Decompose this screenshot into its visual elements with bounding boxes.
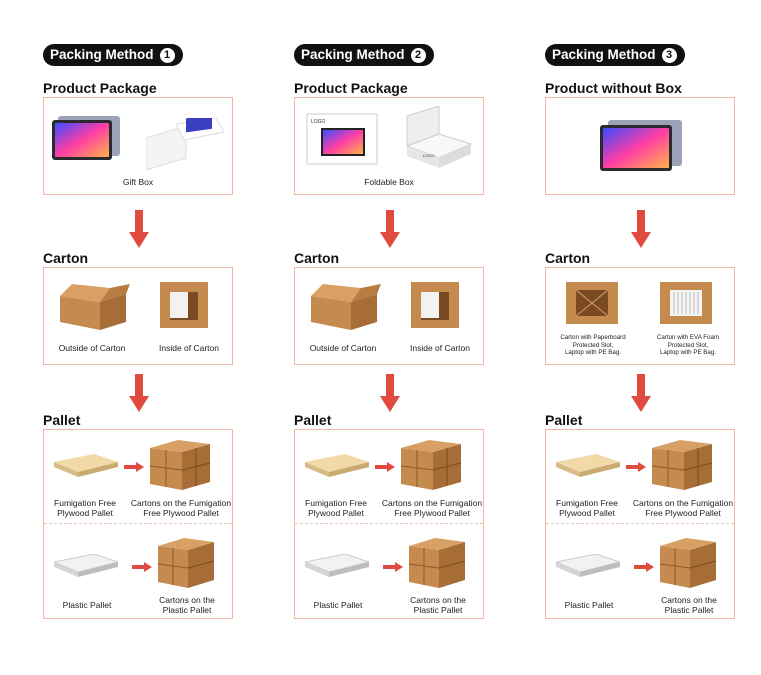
- cartons-pallet-image: [651, 440, 713, 490]
- carton-caption: Inside of Carton: [409, 343, 470, 353]
- pallet-caption: Fumigation Free Plywood Pallet: [54, 498, 116, 518]
- inside-carton-image: [411, 282, 459, 328]
- pallet-title: Pallet: [294, 412, 332, 428]
- foldable-box-image: LOGO: [405, 106, 473, 168]
- eva-carton-image: [660, 282, 712, 324]
- carton-caption: Outside of Carton: [58, 343, 126, 353]
- pallet-caption: Cartons on the Plastic Pallet: [159, 595, 215, 615]
- packing-method-3: Packing Method 3 Product without Box Car…: [545, 0, 740, 640]
- down-arrow-icon: [380, 210, 400, 248]
- pallet-caption: Plastic Pallet: [564, 600, 614, 610]
- carton-box: Carton with Paperboard Protected Slot, L…: [545, 267, 735, 365]
- pallet-caption: Fumigation Free Plywood Pallet: [556, 498, 618, 518]
- gift-box-image: [146, 118, 225, 171]
- package-caption: Gift Box: [122, 177, 154, 187]
- method-number: 1: [159, 47, 175, 63]
- divider: [295, 523, 483, 524]
- pallet-title: Pallet: [43, 412, 81, 428]
- carton-caption: Carton with EVA Foam Protected Slot, Lap…: [656, 334, 720, 356]
- carton-caption: Inside of Carton: [158, 343, 219, 353]
- pallet-caption: Cartons on the Fumigation Free Plywood P…: [632, 498, 734, 518]
- package-title: Product without Box: [545, 80, 682, 96]
- logo-text: LOGO: [311, 119, 326, 125]
- package-caption: Foldable Box: [364, 177, 414, 187]
- method-number: 3: [661, 47, 677, 63]
- down-arrow-icon: [129, 374, 149, 412]
- tablet-image: [52, 116, 120, 160]
- divider: [546, 523, 734, 524]
- pallet-caption: Plastic Pallet: [313, 600, 363, 610]
- pallet-caption: Cartons on the Fumigation Free Plywood P…: [130, 498, 232, 518]
- package-box: [545, 97, 735, 195]
- cartons-plastic-pallet-image: [659, 538, 717, 588]
- method-number: 2: [410, 47, 426, 63]
- cartons-pallet-image: [400, 440, 462, 490]
- method-label: Packing Method: [552, 47, 656, 62]
- carton-box: Outside of Carton Inside of Carton: [43, 267, 233, 365]
- package-title: Product Package: [43, 80, 157, 96]
- method-badge: Packing Method 1: [43, 44, 183, 66]
- right-arrow-icon: [375, 462, 395, 472]
- down-arrow-icon: [631, 210, 651, 248]
- divider: [44, 523, 232, 524]
- carton-box: Outside of Carton Inside of Carton: [294, 267, 484, 365]
- logo-text: LOGO: [423, 153, 435, 158]
- plastic-pallet-image: [305, 554, 369, 577]
- right-arrow-icon: [634, 562, 654, 572]
- package-title: Product Package: [294, 80, 408, 96]
- pallet-caption: Fumigation Free Plywood Pallet: [305, 498, 367, 518]
- plastic-pallet-image: [54, 554, 118, 577]
- inside-carton-image: [160, 282, 208, 328]
- packing-method-1: Packing Method 1 Product Package Gift Bo…: [43, 0, 238, 640]
- pallet-caption: Cartons on the Plastic Pallet: [410, 595, 466, 615]
- right-arrow-icon: [626, 462, 646, 472]
- carton-caption: Carton with Paperboard Protected Slot, L…: [560, 334, 626, 356]
- plywood-pallet-image: [556, 454, 620, 477]
- cartons-pallet-image: [149, 440, 211, 490]
- method-badge: Packing Method 3: [545, 44, 685, 66]
- pallet-box: Fumigation Free Plywood Pallet Cartons o…: [545, 429, 735, 619]
- pallet-box: Fumigation Free Plywood Pallet Cartons o…: [43, 429, 233, 619]
- carton-title: Carton: [43, 250, 89, 266]
- plastic-pallet-image: [556, 554, 620, 577]
- right-arrow-icon: [383, 562, 403, 572]
- pallet-box: Fumigation Free Plywood Pallet Cartons o…: [294, 429, 484, 619]
- cartons-plastic-pallet-image: [408, 538, 466, 588]
- carton-title: Carton: [545, 250, 591, 266]
- boxed-tablet-image: LOGO: [306, 113, 378, 165]
- pallet-caption: Cartons on the Fumigation Free Plywood P…: [381, 498, 483, 518]
- carton-caption: Outside of Carton: [309, 343, 377, 353]
- paperboard-carton-image: [566, 282, 618, 324]
- package-box: LOGO LOGO Foldable Box: [294, 97, 484, 195]
- right-arrow-icon: [124, 462, 144, 472]
- down-arrow-icon: [631, 374, 651, 412]
- cartons-plastic-pallet-image: [157, 538, 215, 588]
- pallet-caption: Cartons on the Plastic Pallet: [661, 595, 717, 615]
- method-label: Packing Method: [50, 47, 154, 62]
- pallet-caption: Plastic Pallet: [62, 600, 112, 610]
- method-label: Packing Method: [301, 47, 405, 62]
- down-arrow-icon: [129, 210, 149, 248]
- outside-carton-image: [60, 284, 130, 330]
- right-arrow-icon: [132, 562, 152, 572]
- carton-title: Carton: [294, 250, 340, 266]
- pallet-title: Pallet: [545, 412, 583, 428]
- plywood-pallet-image: [54, 454, 118, 477]
- outside-carton-image: [311, 284, 381, 330]
- packing-method-2: Packing Method 2 Product Package LOGO LO…: [294, 0, 489, 640]
- plywood-pallet-image: [305, 454, 369, 477]
- method-badge: Packing Method 2: [294, 44, 434, 66]
- package-box: Gift Box: [43, 97, 233, 195]
- tablet-image: [600, 120, 682, 171]
- down-arrow-icon: [380, 374, 400, 412]
